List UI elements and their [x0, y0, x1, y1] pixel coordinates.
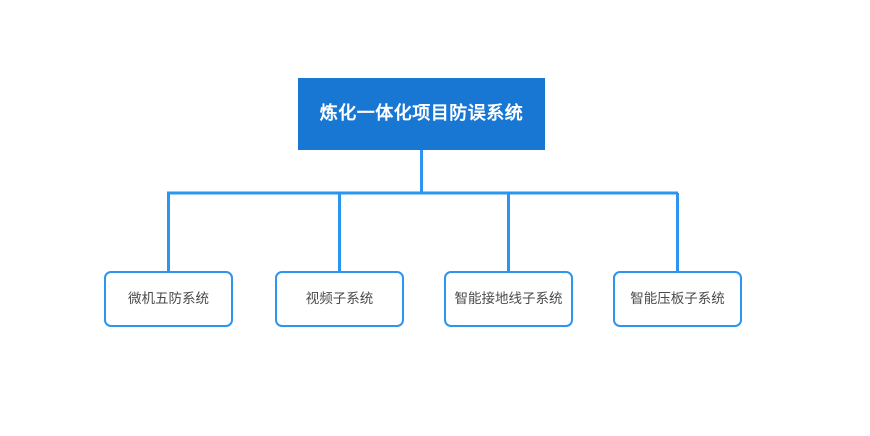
child-node-weiji-wufang[interactable]: 微机五防系统 — [104, 271, 233, 327]
child-node-label: 微机五防系统 — [128, 290, 209, 307]
child-node-label: 视频子系统 — [305, 290, 374, 307]
child-node-label: 智能压板子系统 — [630, 290, 725, 307]
child-node-video[interactable]: 视频子系统 — [275, 271, 404, 327]
child-node-smart-grounding[interactable]: 智能接地线子系统 — [444, 271, 573, 327]
root-node-label: 炼化一体化项目防误系统 — [319, 103, 524, 125]
child-node-label: 智能接地线子系统 — [454, 290, 563, 307]
child-node-smart-pressplate[interactable]: 智能压板子系统 — [613, 271, 742, 327]
root-node[interactable]: 炼化一体化项目防误系统 — [298, 78, 545, 150]
